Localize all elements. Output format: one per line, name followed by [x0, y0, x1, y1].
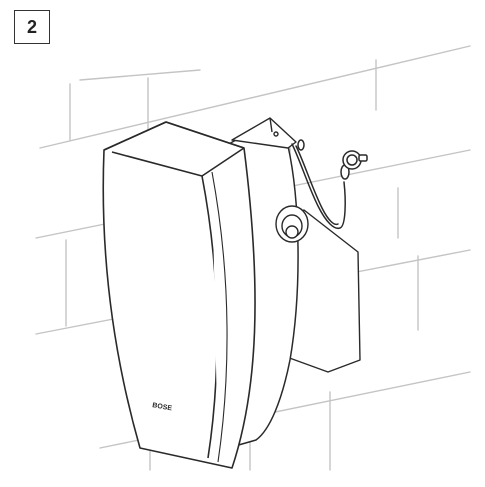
step-number-badge: 2	[14, 10, 50, 44]
step-number: 2	[26, 16, 37, 37]
top-bracket	[231, 117, 297, 149]
eye-bolt	[342, 150, 368, 170]
pivot-knob	[275, 205, 309, 243]
brand-logo: BOSE	[152, 402, 173, 412]
speaker-cabinet	[102, 121, 256, 469]
